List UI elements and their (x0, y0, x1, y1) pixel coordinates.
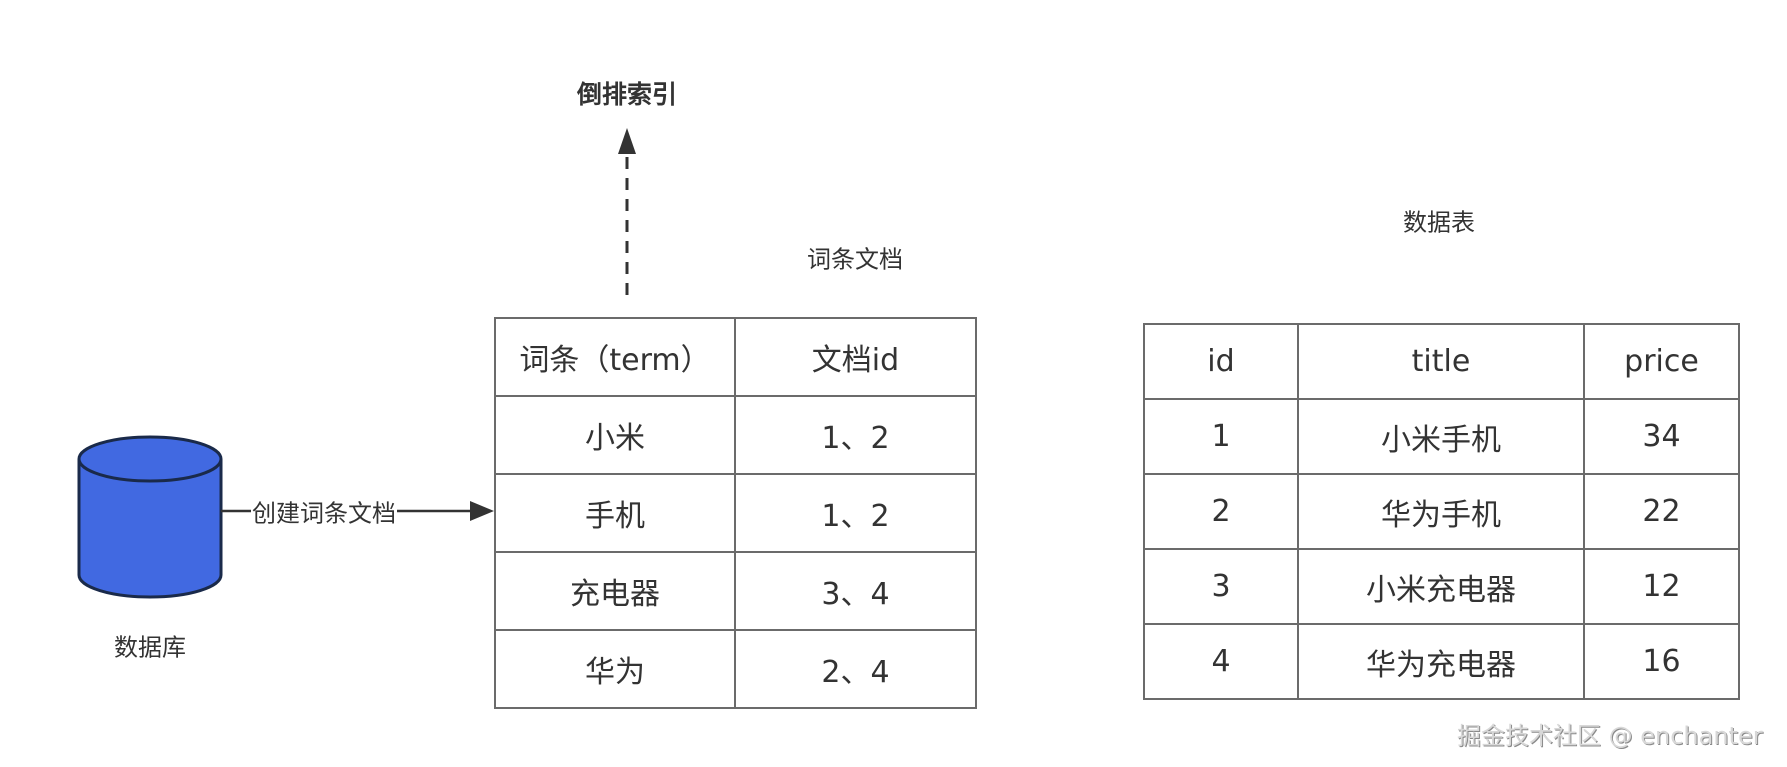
table-row: 小米 1、2 (494, 395, 977, 475)
table-header-row: 词条（term） 文档id (494, 317, 977, 397)
data-table-caption: 数据表 (1403, 208, 1475, 237)
header-id: id (1143, 323, 1299, 400)
doc-ids-cell: 1、2 (734, 395, 977, 475)
id-cell: 3 (1143, 548, 1299, 625)
database-cylinder-icon[interactable] (77, 435, 223, 599)
watermark: 掘金技术社区 @ enchanter (1457, 722, 1763, 750)
id-cell: 2 (1143, 473, 1299, 550)
title-cell: 华为充电器 (1297, 623, 1585, 700)
inverted-index-title: 倒排索引 (576, 80, 678, 109)
title-cell: 华为手机 (1297, 473, 1585, 550)
term-cell: 华为 (494, 629, 736, 709)
create-terms-edge-label: 创建词条文档 (251, 493, 397, 529)
inverted-index-arrow (618, 128, 636, 295)
table-row: 华为 2、4 (494, 629, 977, 709)
table-row: 1 小米手机 34 (1143, 398, 1740, 475)
term-cell: 手机 (494, 473, 736, 553)
table-header-row: id title price (1143, 323, 1740, 400)
id-cell: 1 (1143, 398, 1299, 475)
table-row: 4 华为充电器 16 (1143, 623, 1740, 700)
id-cell: 4 (1143, 623, 1299, 700)
table-row: 手机 1、2 (494, 473, 977, 553)
price-cell: 12 (1583, 548, 1740, 625)
header-title: title (1297, 323, 1585, 400)
doc-ids-cell: 1、2 (734, 473, 977, 553)
data-table: id title price 1 小米手机 34 2 华为手机 22 3 小米充… (1143, 323, 1740, 700)
header-term: 词条（term） (494, 317, 736, 397)
header-doc-id: 文档id (734, 317, 977, 397)
price-cell: 16 (1583, 623, 1740, 700)
term-cell: 充电器 (494, 551, 736, 631)
table-row: 2 华为手机 22 (1143, 473, 1740, 550)
price-cell: 34 (1583, 398, 1740, 475)
doc-ids-cell: 3、4 (734, 551, 977, 631)
term-table-caption: 词条文档 (807, 245, 903, 274)
term-document-table: 词条（term） 文档id 小米 1、2 手机 1、2 充电器 3、4 华为 2… (494, 317, 977, 709)
term-cell: 小米 (494, 395, 736, 475)
price-cell: 22 (1583, 473, 1740, 550)
table-row: 充电器 3、4 (494, 551, 977, 631)
doc-ids-cell: 2、4 (734, 629, 977, 709)
title-cell: 小米手机 (1297, 398, 1585, 475)
table-row: 3 小米充电器 12 (1143, 548, 1740, 625)
header-price: price (1583, 323, 1740, 400)
database-label: 数据库 (114, 633, 186, 662)
title-cell: 小米充电器 (1297, 548, 1585, 625)
